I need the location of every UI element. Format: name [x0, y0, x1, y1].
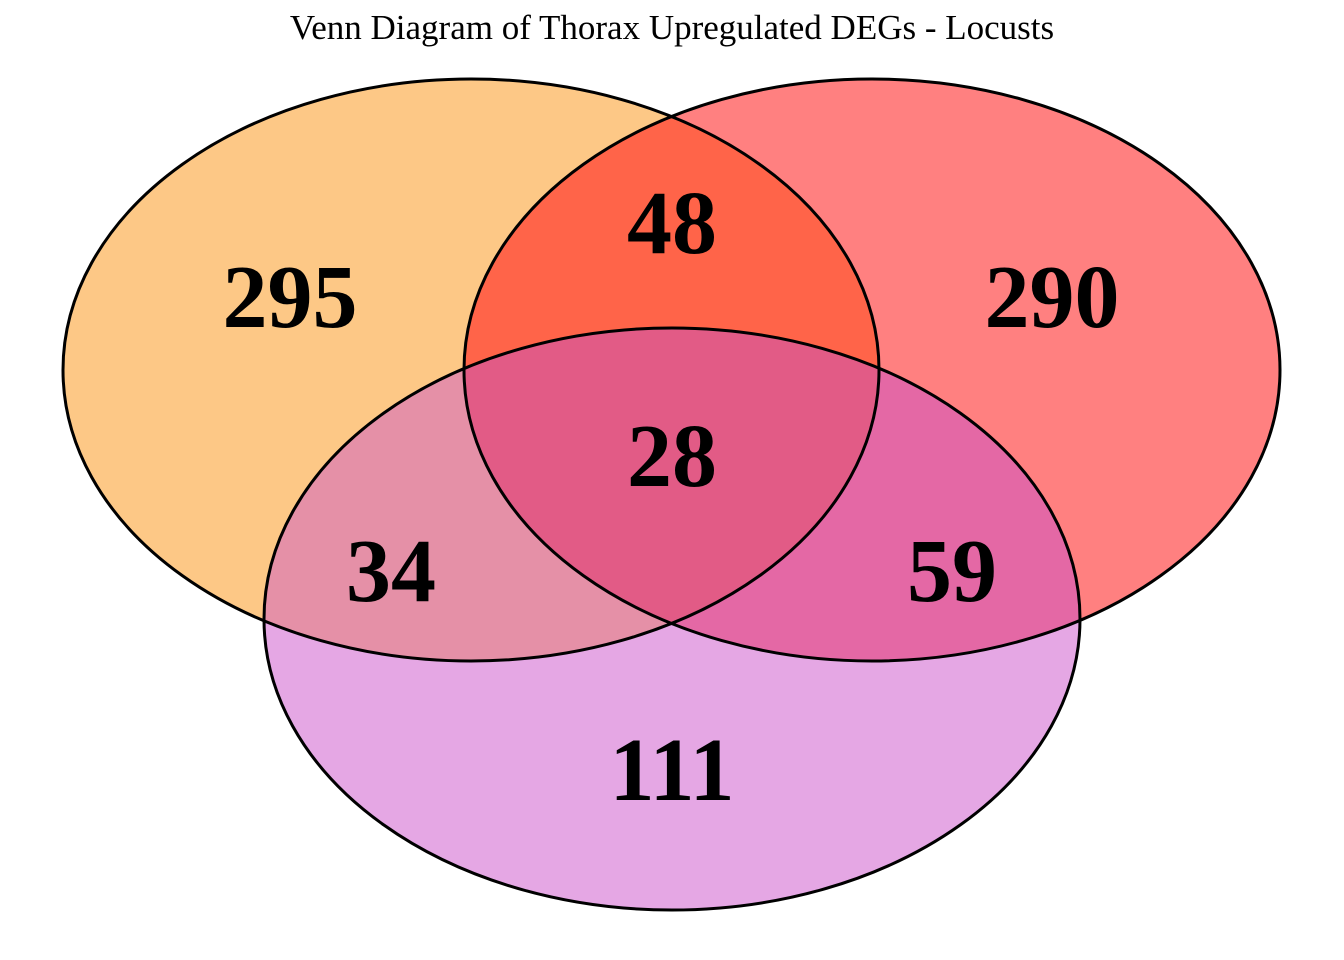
count-left-right: 48: [627, 174, 717, 273]
count-right-bottom: 59: [907, 522, 997, 621]
set-left-outline: [61, 77, 881, 663]
set-bottom-outline: [262, 326, 1082, 912]
count-bottom-only: 111: [609, 721, 734, 820]
diagram-title: Venn Diagram of Thorax Upregulated DEGs …: [290, 8, 1054, 47]
count-left-bottom: 34: [346, 522, 436, 621]
count-all-three: 28: [627, 407, 717, 506]
count-left-only: 295: [223, 248, 358, 347]
count-right-only: 290: [985, 248, 1120, 347]
